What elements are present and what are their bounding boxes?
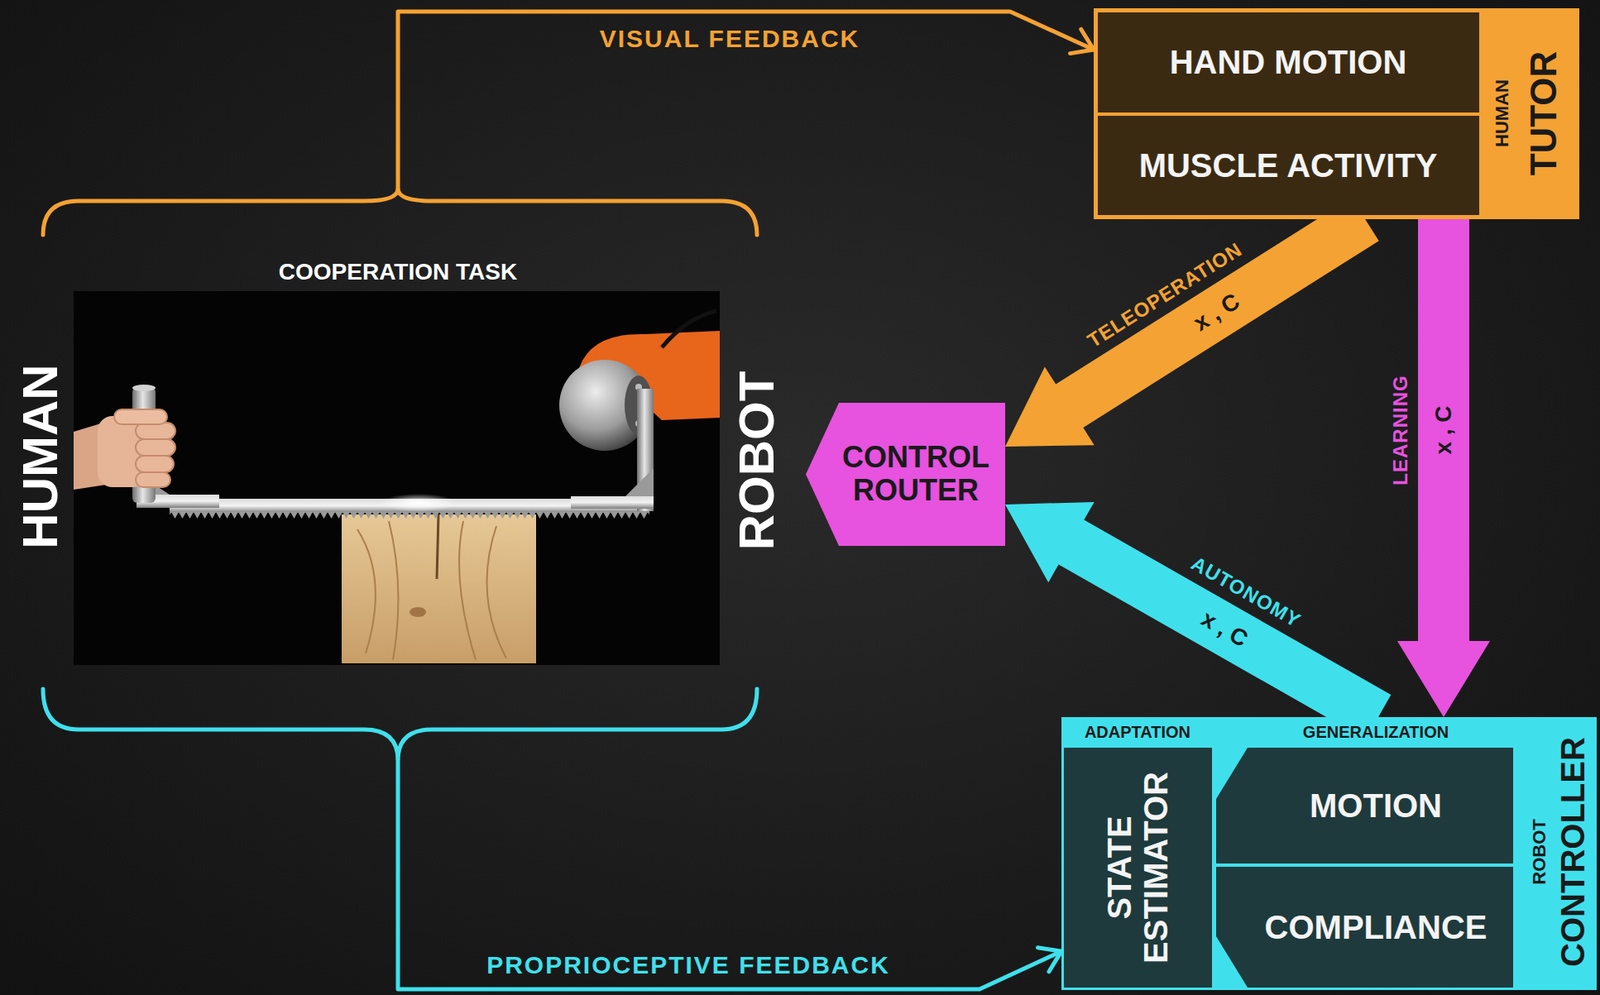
wood-knot [409,607,427,618]
process-box-fill [1216,867,1514,988]
robot-cable [661,311,717,348]
proprioceptive-brace [43,689,757,761]
wood-block [341,514,537,664]
process-box: COMPLIANCE [1216,867,1514,988]
controller-panel: ADAPTATION GENERALIZATION ROBOTCONTROLLER S… [1061,717,1597,991]
finger [135,472,171,488]
block-arrow [1005,502,1391,740]
feedback-line [397,760,1062,990]
process-box-fill [1216,747,1514,864]
column-header: ADAPTATION [1084,723,1191,742]
edge-label: LEARNING [1389,374,1412,485]
saw-teeth [169,512,650,519]
connector-line [397,11,1094,189]
box-title: MOTION [1309,787,1442,824]
handle-cap [132,384,156,392]
signal-label: x , C [1431,405,1457,455]
photo-ground [73,291,720,666]
box-title: COMPLIANCE [1264,909,1488,946]
signal-label: x , C [1197,606,1253,653]
finger [135,439,176,456]
task-region: COOPERATION TASK HUMAN ROBOT [9,188,786,761]
cooperation-photo [73,291,720,666]
router-title: CONTROL ROUTER [837,440,995,507]
block-arrow [1005,197,1380,447]
edge-label: PROPRIOCEPTIVE FEEDBACK [486,951,891,979]
finger [135,455,174,473]
side-label: HUMAN [13,364,68,549]
panel-title: TUTOR [1523,51,1564,177]
box-title: HAND MOTION [1169,43,1408,81]
process-box: HAND MOTION [1097,12,1480,113]
process-box: MOTION [1216,747,1514,864]
block-arrow-body [1005,502,1391,740]
saw-cut [436,514,439,580]
light-flare [380,493,457,513]
block-arrow-body [1005,197,1380,447]
block-arrow-body [1397,219,1490,718]
router-pentagon: CONTROL ROUTER [805,402,1006,547]
panel-title: CONTROLLER [1554,737,1591,968]
feedback-line [397,11,1094,189]
thumb [114,409,168,425]
panel-subtitle: ROBOT [1529,819,1550,885]
side-label: ROBOT [729,371,785,551]
router-pentagon-fill [805,402,1006,547]
right-frame-bar [570,496,654,509]
box-title: STATE ESTIMATOR [1101,760,1174,976]
signal-label: x , C [1189,288,1245,337]
visual-brace [43,188,757,235]
wood-grain [357,521,507,661]
process-box: MUSCLE ACTIVITY [1097,115,1480,216]
connector-line [397,760,1062,990]
panel-subtitle: HUMAN [1492,79,1513,148]
column-header: GENERALIZATION [1302,723,1449,742]
block-arrow [1397,219,1490,718]
edge-label: VISUAL FEEDBACK [599,24,860,53]
tutor-panel: HUMAN TUTOR HAND MOTION MUSCLE ACTIVITY [1093,8,1580,220]
region-heading: COOPERATION TASK [278,259,518,286]
arrow-head [1037,948,1062,973]
arrow-head [1070,28,1094,53]
box-title: MUSCLE ACTIVITY [1139,147,1438,184]
right-bracket [625,468,654,497]
process-box: STATE ESTIMATOR [1063,747,1212,988]
